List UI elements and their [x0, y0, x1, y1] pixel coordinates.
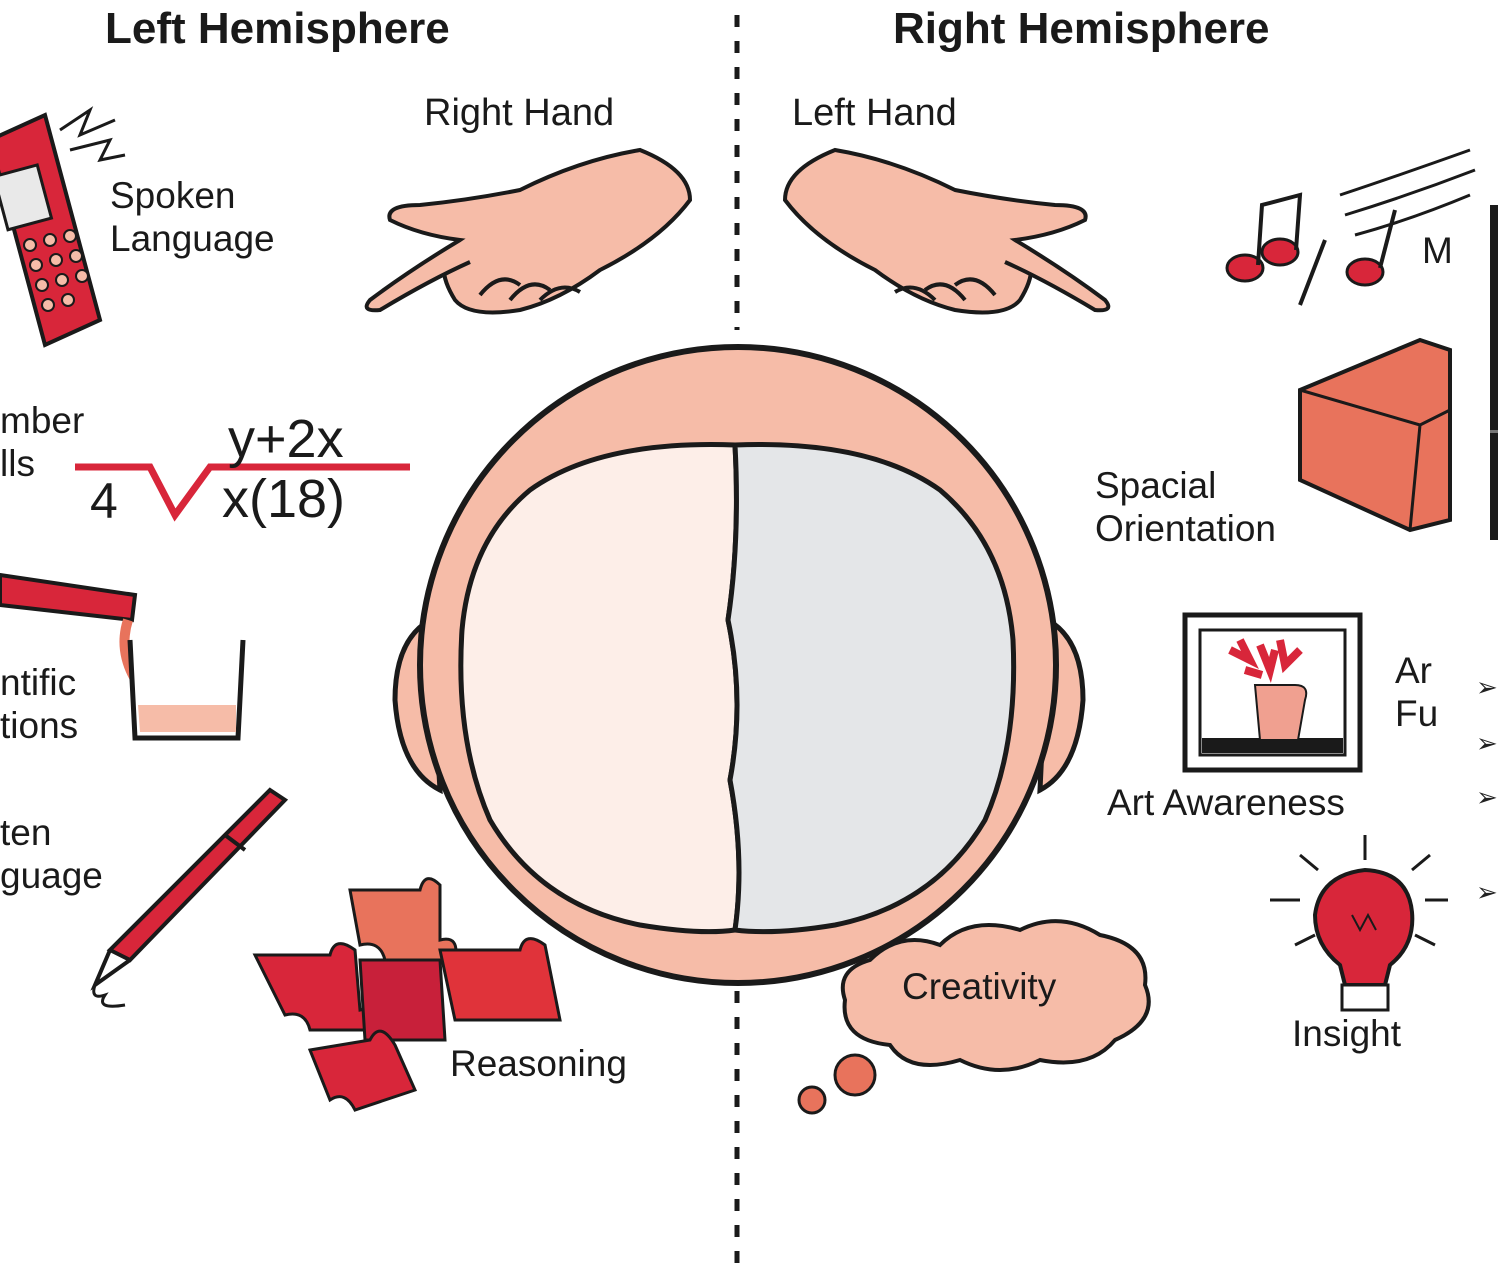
insight-label: Insight [1292, 1013, 1401, 1055]
written-language-label-line2: guage [0, 855, 103, 897]
creativity-label: Creativity [902, 966, 1056, 1008]
head-top-view [395, 347, 1083, 983]
pen-icon [94, 790, 285, 1006]
bullet-marker: ➢ [1476, 782, 1498, 813]
art-function-label-line1: Ar [1395, 650, 1432, 692]
light-bulb-icon [1270, 835, 1448, 1010]
scientific-functions-label-line2: tions [0, 705, 78, 747]
phone-icon [0, 110, 125, 345]
equation-index: 4 [90, 472, 118, 530]
bullet-marker: ➢ [1476, 728, 1498, 759]
right-hand-label: Right Hand [424, 92, 614, 135]
right-hemisphere-heading: Right Hemisphere [893, 4, 1270, 54]
scientific-functions-label-line1: ntific [0, 662, 76, 704]
spacial-orientation-label-line1: Spacial [1095, 465, 1216, 507]
cube-icon [1300, 340, 1450, 530]
music-notes-icon [1227, 150, 1475, 305]
written-language-label-line1: ten [0, 812, 51, 854]
bullet-marker: ➢ [1476, 877, 1498, 908]
art-awareness-label: Art Awareness [1107, 782, 1345, 824]
number-skills-label-line2: lls [0, 443, 35, 485]
right-hand-icon [367, 150, 690, 312]
bullet-marker: ➢ [1476, 672, 1498, 703]
number-skills-label-line1: mber [0, 400, 84, 442]
spoken-language-label-line2: Language [110, 218, 275, 260]
equation-numerator: y+2x [228, 408, 344, 470]
side-panel-divider [1490, 430, 1498, 433]
left-hemisphere-heading: Left Hemisphere [105, 4, 450, 54]
spoken-language-label-line1: Spoken [110, 175, 236, 217]
side-panel-edge [1490, 205, 1498, 540]
left-hand-icon [785, 150, 1108, 312]
equation-radicand: x(18) [222, 468, 345, 530]
framed-painting-icon [1185, 615, 1360, 770]
left-hand-label: Left Hand [792, 92, 957, 135]
spacial-orientation-label-line2: Orientation [1095, 508, 1276, 550]
reasoning-label: Reasoning [450, 1043, 627, 1085]
music-label: M [1422, 230, 1453, 272]
art-function-label-line2: Fu [1395, 693, 1438, 735]
